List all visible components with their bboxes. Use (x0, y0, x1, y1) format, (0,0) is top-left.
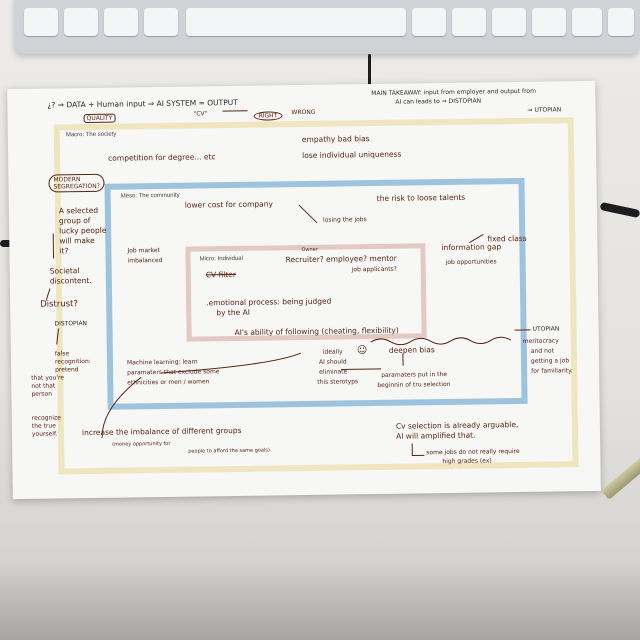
wrong-label: WRONG (291, 108, 316, 117)
machine-learning-line-2: paramaters that exclude some (127, 368, 220, 377)
cv-label: "CV" (193, 110, 208, 118)
selected-group-line-1: A selected (58, 205, 99, 216)
keyboard-key (144, 8, 178, 36)
societal-line-2: discontent. (49, 275, 92, 286)
wavy-line (370, 336, 511, 346)
paper-sheet: Macro: The society Meso: The community M… (7, 80, 601, 500)
losing-jobs-note: losing the jobs (322, 216, 367, 224)
keyboard-key (64, 8, 98, 36)
job-opportunities-note: job opportunities (445, 258, 497, 267)
lower-cost-note: lower cost for company (184, 199, 273, 210)
machine-learning-line-1: Machine learning: learn (126, 358, 198, 367)
emotional-line-1: .emotional process: being judged (206, 296, 332, 308)
false-recognition-line-2: recognition: (54, 357, 91, 366)
job-applicants-note: job applicants? (351, 265, 397, 274)
false-recognition-line-5: not that (31, 382, 56, 390)
keyboard-key (532, 8, 566, 36)
distrust-note: Distrust? (40, 299, 79, 310)
cv-selection-line-2: AI will amplified that. (395, 430, 476, 441)
keyboard-key (492, 8, 526, 36)
meritocracy-line-4: for familiarity. (531, 367, 573, 375)
arrow-eliminate-bias (341, 368, 382, 370)
selected-group-line-4: will make (59, 235, 95, 246)
recognize-line-2: the true (31, 422, 57, 430)
ideally-line-4: this sterotyps (317, 378, 359, 386)
ink-arrows (45, 110, 531, 457)
information-gap-note: information gap (441, 242, 502, 253)
job-market-line-1: Job market (127, 247, 160, 255)
recognize-line-3: yourself. (31, 430, 58, 438)
parameters-line-1: paramaters put in the (381, 371, 448, 379)
deepen-bias-note: deepen bias (388, 345, 435, 355)
main-takeaway-line-2: AI can leads to ⇒ DISTOPIAN (395, 97, 482, 106)
false-recognition-line-6: person (31, 390, 53, 398)
empathy-bias-note: empathy bad bias (301, 134, 370, 145)
false-recognition-line-1: false (54, 350, 70, 358)
ideally-line-3: eliminate (319, 368, 348, 376)
keyboard-key (412, 8, 446, 36)
societal-line-1: Societal (49, 266, 80, 276)
arrow-gap-class (469, 234, 484, 244)
competition-note: competition for degree... etc (108, 152, 216, 163)
keyboard-key (608, 8, 634, 36)
desk-shadow (0, 560, 640, 640)
keyboard-key (452, 8, 486, 36)
distopian-left: DISTOPIAN (54, 320, 88, 328)
cv-filter-note: CV filter (205, 269, 237, 280)
meritocracy-line-1: meritocracy (522, 337, 559, 345)
arrow-machine-imbalance (101, 376, 142, 438)
job-market-line-2: imbalanced (127, 256, 163, 265)
keyboard-spacebar (186, 8, 406, 36)
smile-icon: ☺ (356, 345, 368, 357)
keyboard (14, 0, 640, 54)
emotional-line-2: by the AI (216, 307, 250, 318)
arrow-cost-jobs (298, 204, 318, 224)
recruiter-note: Recruiter? employee? mentor (285, 253, 397, 265)
some-jobs-line-2: high grades (ex) (442, 457, 492, 466)
meritocracy-line-3: getting a job (530, 357, 570, 365)
money-opportunity-line-2: people to afford the same goals) (188, 447, 270, 455)
modern-segregation-line-2: SEGREGATION? (53, 182, 100, 191)
selected-group-line-3: lucky people (59, 225, 107, 236)
cv-selection-line-1: Cv selection is already arguable, (395, 420, 519, 431)
false-recognition-line-3: pretend (55, 366, 79, 374)
machine-learning-line-3: ethnicities or men / women (127, 378, 210, 387)
selected-group-line-2: group of (58, 215, 91, 226)
keyboard-key (572, 8, 602, 36)
some-jobs-line-1: some jobs do not really require (426, 448, 520, 457)
owner-note: Owner (301, 246, 318, 254)
keyboard-key (24, 8, 58, 36)
parameters-line-2: beginnin of tru selection (377, 380, 451, 389)
uniqueness-note: lose individual uniqueness (302, 149, 402, 161)
keyboard-key (104, 8, 138, 36)
ideally-line-2: AI should (318, 358, 347, 366)
utopian-right: UTOPIAN (532, 325, 560, 333)
meritocracy-line-2: and not (530, 347, 554, 355)
money-opportunity-line-1: (money opportunity for (112, 440, 171, 448)
arrow-societal-distrust (45, 288, 51, 301)
arrow-cv-jobs (411, 443, 425, 457)
arrow-ideally-machine (161, 352, 302, 374)
cable-top (368, 54, 371, 86)
risk-talents-note: the risk to loose talents (376, 192, 466, 203)
ideally-line-1: ideally (322, 348, 343, 356)
false-recognition-line-4: that you're (31, 374, 65, 382)
main-takeaway-line-3: ⇒ UTOPIAN (527, 106, 562, 114)
quality-box: QUALITY (83, 113, 116, 124)
selected-group-line-5: it? (59, 246, 69, 256)
fixed-class-note: fixed class (487, 233, 527, 244)
arrow-distopian-false (56, 328, 60, 345)
recognize-line-1: recognize (31, 414, 61, 422)
modern-segregation-cloud: MODERN SEGREGATION? (48, 173, 105, 193)
